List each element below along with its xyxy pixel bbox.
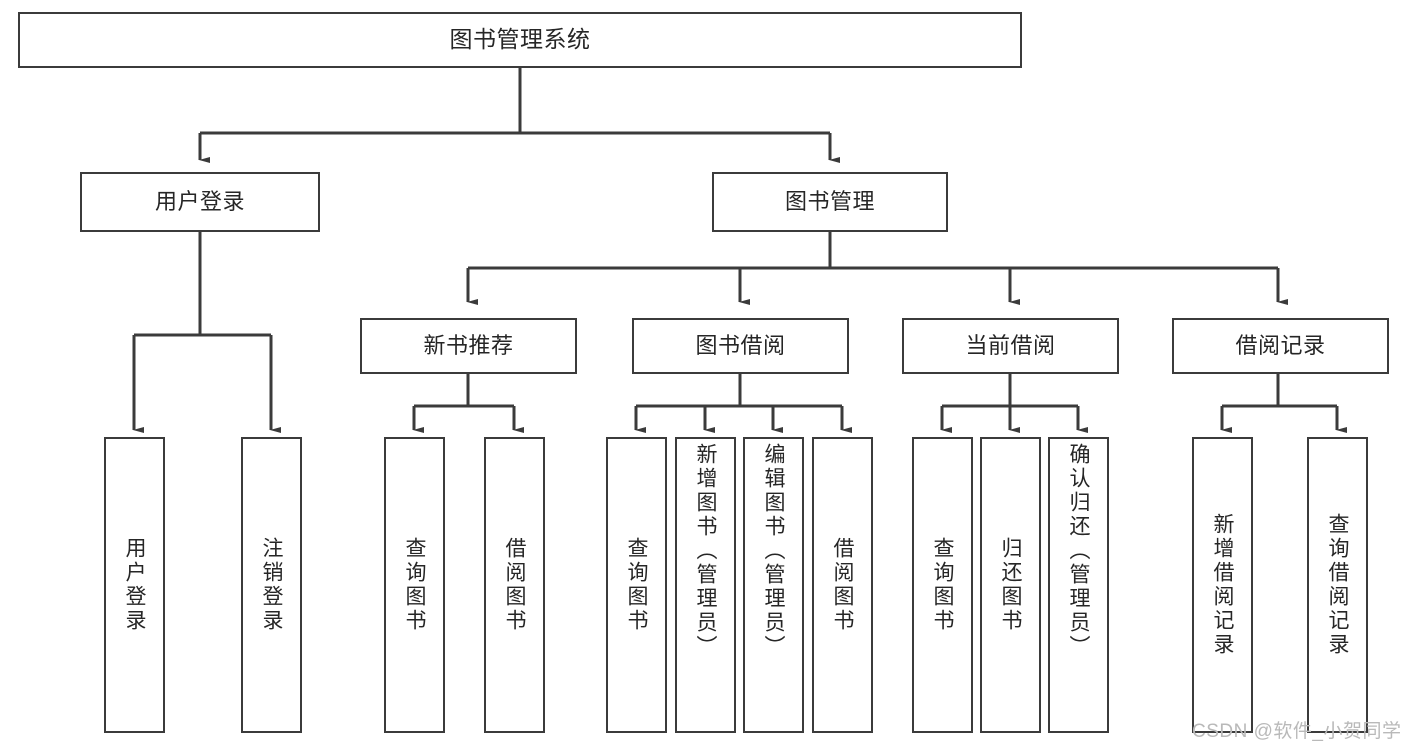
leaf-record-add-record-label: 新增借阅记录 (1211, 513, 1234, 657)
node-current-borrowing-label: 当前借阅 (965, 333, 1056, 359)
node-borrowing-record-label: 借阅记录 (1235, 333, 1326, 359)
leaf-current-confirm-return-admin[interactable]: 确认归还（管理员） (1048, 437, 1109, 733)
leaf-current-query-book-label: 查询图书 (931, 537, 954, 633)
leaf-record-add-record[interactable]: 新增借阅记录 (1192, 437, 1253, 733)
leaf-record-query-record-label: 查询借阅记录 (1326, 513, 1349, 657)
node-user-login[interactable]: 用户登录 (80, 172, 320, 232)
leaf-borrow-query-book[interactable]: 查询图书 (606, 437, 667, 733)
node-book-borrowing-label: 图书借阅 (695, 333, 786, 359)
leaf-user-login-logout-label: 注销登录 (260, 537, 283, 633)
leaf-borrow-edit-book-admin-label: 编辑图书（管理员） (762, 443, 785, 659)
node-root-book-management-system[interactable]: 图书管理系统 (18, 12, 1022, 68)
leaf-record-query-record[interactable]: 查询借阅记录 (1307, 437, 1368, 733)
leaf-user-login-login[interactable]: 用户登录 (104, 437, 165, 733)
leaf-borrow-borrow-book[interactable]: 借阅图书 (812, 437, 873, 733)
leaf-user-login-logout[interactable]: 注销登录 (241, 437, 302, 733)
leaf-borrow-borrow-book-label: 借阅图书 (831, 537, 854, 633)
leaf-current-confirm-return-admin-label: 确认归还（管理员） (1067, 443, 1090, 659)
node-root-label: 图书管理系统 (449, 26, 591, 53)
leaf-borrow-edit-book-admin[interactable]: 编辑图书（管理员） (743, 437, 804, 733)
leaf-borrow-add-book-admin-label: 新增图书（管理员） (694, 443, 717, 659)
node-new-book-recommendation-label: 新书推荐 (423, 333, 514, 359)
leaf-current-return-book[interactable]: 归还图书 (980, 437, 1041, 733)
node-book-management[interactable]: 图书管理 (712, 172, 948, 232)
leaf-current-return-book-label: 归还图书 (999, 537, 1022, 633)
leaf-borrow-query-book-label: 查询图书 (625, 537, 648, 633)
csdn-watermark: CSDN @软件_小贺同学 (1192, 721, 1402, 742)
leaf-borrow-add-book-admin[interactable]: 新增图书（管理员） (675, 437, 736, 733)
node-current-borrowing[interactable]: 当前借阅 (902, 318, 1119, 374)
leaf-user-login-login-label: 用户登录 (123, 537, 146, 633)
node-borrowing-record[interactable]: 借阅记录 (1172, 318, 1389, 374)
leaf-recommend-borrow-book-label: 借阅图书 (503, 537, 526, 633)
node-user-login-label: 用户登录 (154, 189, 245, 215)
node-new-book-recommendation[interactable]: 新书推荐 (360, 318, 577, 374)
leaf-recommend-borrow-book[interactable]: 借阅图书 (484, 437, 545, 733)
leaf-recommend-query-book-label: 查询图书 (403, 537, 426, 633)
leaf-current-query-book[interactable]: 查询图书 (912, 437, 973, 733)
node-book-management-label: 图书管理 (784, 189, 875, 215)
leaf-recommend-query-book[interactable]: 查询图书 (384, 437, 445, 733)
node-book-borrowing[interactable]: 图书借阅 (632, 318, 849, 374)
